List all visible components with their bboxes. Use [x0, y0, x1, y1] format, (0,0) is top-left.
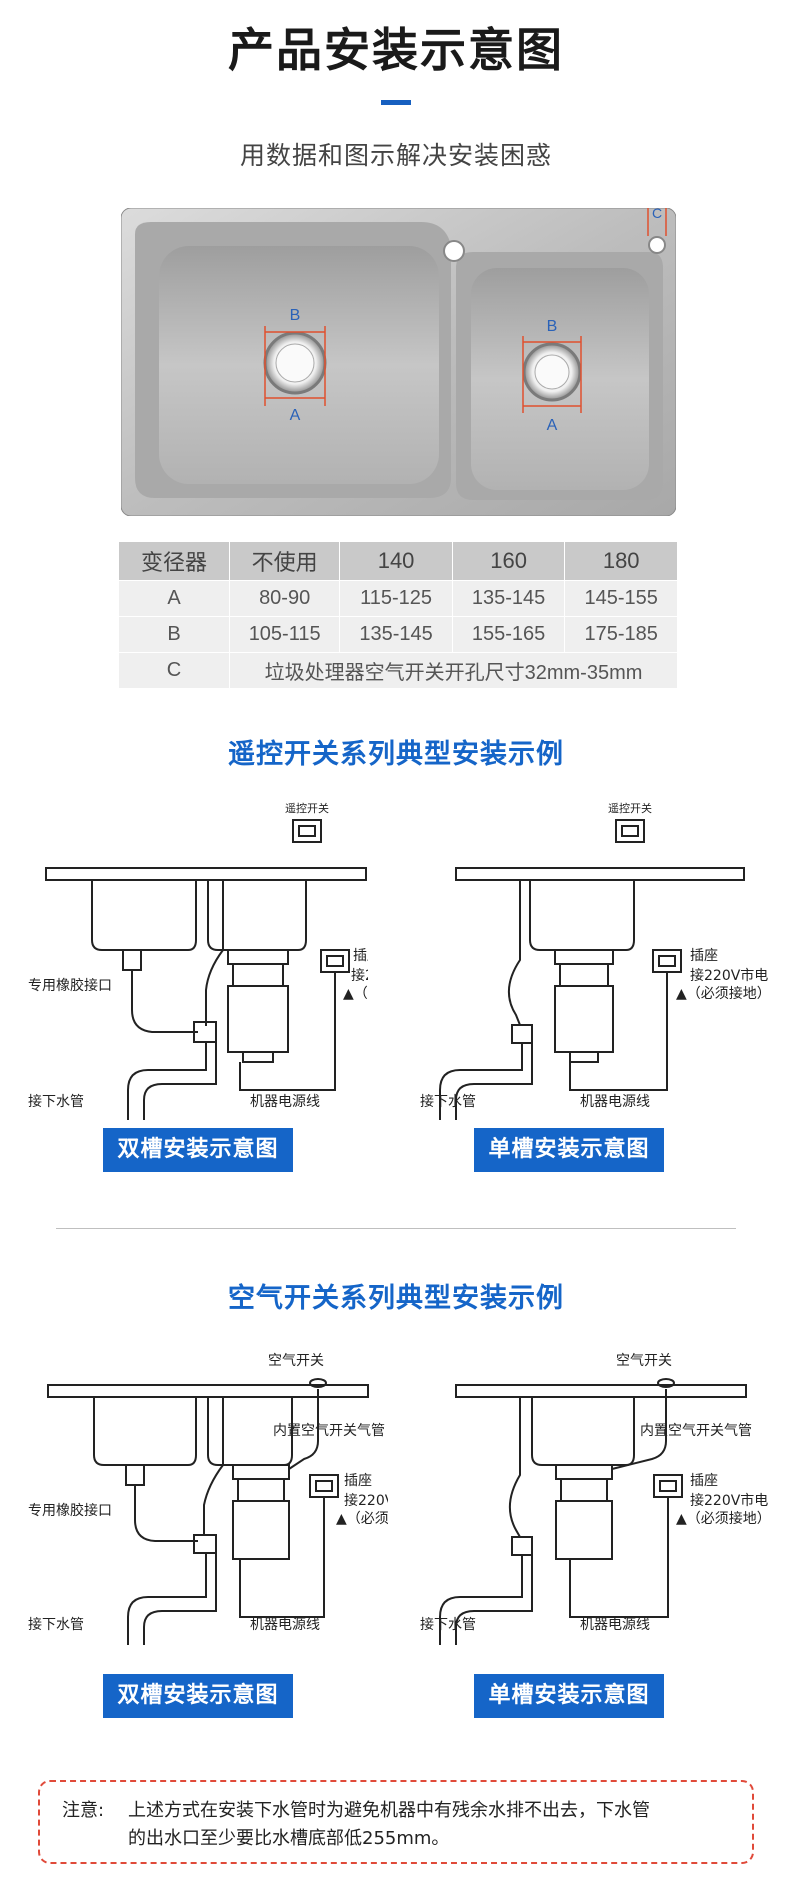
- table-cell: 105-115: [228, 616, 341, 653]
- diagram-air-single: 空气开关 内置空气开关气管 插座 接220V市电 ▲（必须接地） 接下水管 机器…: [420, 1353, 771, 1645]
- note-text-line2: 的出水口至少要比水槽底部低255mm。: [128, 1828, 450, 1849]
- table-header-cell: 180: [564, 541, 678, 581]
- table-row: C 垃圾处理器空气开关开孔尺寸32mm-35mm: [118, 652, 678, 689]
- power-cord-label: 机器电源线: [580, 1617, 650, 1633]
- table-row: B 105-115 135-145 155-165 175-185: [118, 616, 678, 653]
- table-cell: C: [118, 652, 230, 689]
- power-label-2: ▲（必须接地）: [336, 1510, 388, 1527]
- rubber-joint-label: 专用橡胶接口: [28, 977, 112, 994]
- table-cell-merged: 垃圾处理器空气开关开孔尺寸32mm-35mm: [229, 652, 678, 689]
- label-b-right: B: [547, 318, 558, 335]
- table-cell: 145-155: [564, 580, 678, 617]
- table-cell: 115-125: [339, 580, 453, 617]
- note-box: [38, 1780, 754, 1864]
- air-switch-label: 空气开关: [616, 1353, 672, 1369]
- caption-remote-single: 单槽安装示意图: [474, 1128, 664, 1172]
- title-accent-bar: [381, 100, 411, 105]
- page-subtitle: 用数据和图示解决安装困惑: [239, 141, 552, 170]
- spec-table: 变径器 不使用 140 160 180 A 80-90 115-125 135-…: [118, 541, 678, 689]
- dimension-mark-c: [647, 208, 667, 236]
- socket-label: 插座: [353, 948, 368, 964]
- power-cord-label: 机器电源线: [250, 1094, 320, 1110]
- remote-switch-box: [292, 819, 322, 843]
- page-title: 产品安装示意图: [228, 23, 564, 77]
- table-cell: A: [118, 580, 230, 617]
- table-cell: 175-185: [564, 616, 678, 653]
- label-a-right: A: [547, 417, 558, 434]
- label-c: C: [652, 208, 662, 221]
- section-divider: [56, 1228, 736, 1229]
- power-label-1: 接220V市电: [690, 967, 768, 984]
- sink-illustration: B A B A C: [121, 208, 676, 516]
- dimension-marks-left: [264, 326, 326, 406]
- socket-label: 插座: [690, 948, 718, 964]
- table-cell: 135-145: [451, 580, 566, 617]
- table-cell: 155-165: [451, 616, 566, 653]
- power-cord-label: 机器电源线: [580, 1094, 650, 1110]
- remote-switch-label: 遥控开关: [608, 801, 652, 815]
- table-cell: B: [118, 616, 230, 653]
- power-cord-label: 机器电源线: [250, 1617, 320, 1633]
- table-cell: 80-90: [228, 580, 341, 617]
- socket-box: [320, 949, 350, 973]
- rubber-joint-label: 专用橡胶接口: [28, 1502, 112, 1519]
- drain-label: 接下水管: [420, 1093, 476, 1110]
- drain-label: 接下水管: [420, 1616, 476, 1633]
- caption-air-single: 单槽安装示意图: [474, 1674, 664, 1718]
- table-header-cell: 160: [451, 541, 566, 581]
- diagram-remote-single: 遥控开关 插座 接220V市电 ▲（必须接地） 接下水管 机器电源线: [420, 801, 771, 1120]
- air-tube-label: 内置空气开关气管: [273, 1423, 385, 1439]
- socket-label: 插座: [690, 1473, 718, 1489]
- label-b-left: B: [290, 307, 301, 324]
- diagram-remote-double: 遥控开关 插座 接220V市电 ▲（必须接地） 专用橡胶接口 接下水管 机器电源…: [28, 801, 368, 1120]
- table-row: A 80-90 115-125 135-145 145-155: [118, 580, 678, 617]
- table-header-cell: 变径器: [118, 541, 230, 581]
- table-header-cell: 140: [339, 541, 453, 581]
- note-label: 注意:: [62, 1800, 105, 1821]
- caption-air-double: 双槽安装示意图: [103, 1674, 293, 1718]
- table-header-row: 变径器 不使用 140 160 180: [118, 541, 678, 581]
- label-a-left: A: [290, 407, 301, 424]
- power-label-2: ▲（必须接地）: [676, 985, 771, 1002]
- drain-label: 接下水管: [28, 1616, 84, 1633]
- table-header-cell: 不使用: [228, 541, 341, 581]
- diagram-air-double: 空气开关 内置空气开关气管 插座 接220V市电 ▲（必须接地） 专用橡胶接口 …: [28, 1353, 388, 1645]
- air-switch-label: 空气开关: [268, 1353, 324, 1369]
- table-cell: 135-145: [339, 616, 453, 653]
- power-label-2: ▲（必须接地）: [676, 1510, 771, 1527]
- power-label-2: ▲（必须接地）: [343, 985, 368, 1002]
- section-title-air: 空气开关系列典型安装示例: [228, 1283, 564, 1314]
- power-label-1: 接220V市电: [690, 1492, 768, 1509]
- drain-label: 接下水管: [28, 1093, 84, 1110]
- power-label-1: 接220V市电: [344, 1492, 388, 1509]
- caption-remote-double: 双槽安装示意图: [103, 1128, 293, 1172]
- remote-switch-label: 遥控开关: [285, 801, 329, 815]
- power-label-1: 接220V市电: [351, 967, 368, 984]
- note-text-line1: 上述方式在安装下水管时为避免机器中有残余水排不出去，下水管: [128, 1800, 650, 1821]
- dimension-marks-right: [522, 336, 582, 413]
- section-title-remote: 遥控开关系列典型安装示例: [228, 739, 564, 770]
- air-tube-label: 内置空气开关气管: [640, 1423, 752, 1439]
- socket-label: 插座: [344, 1473, 372, 1489]
